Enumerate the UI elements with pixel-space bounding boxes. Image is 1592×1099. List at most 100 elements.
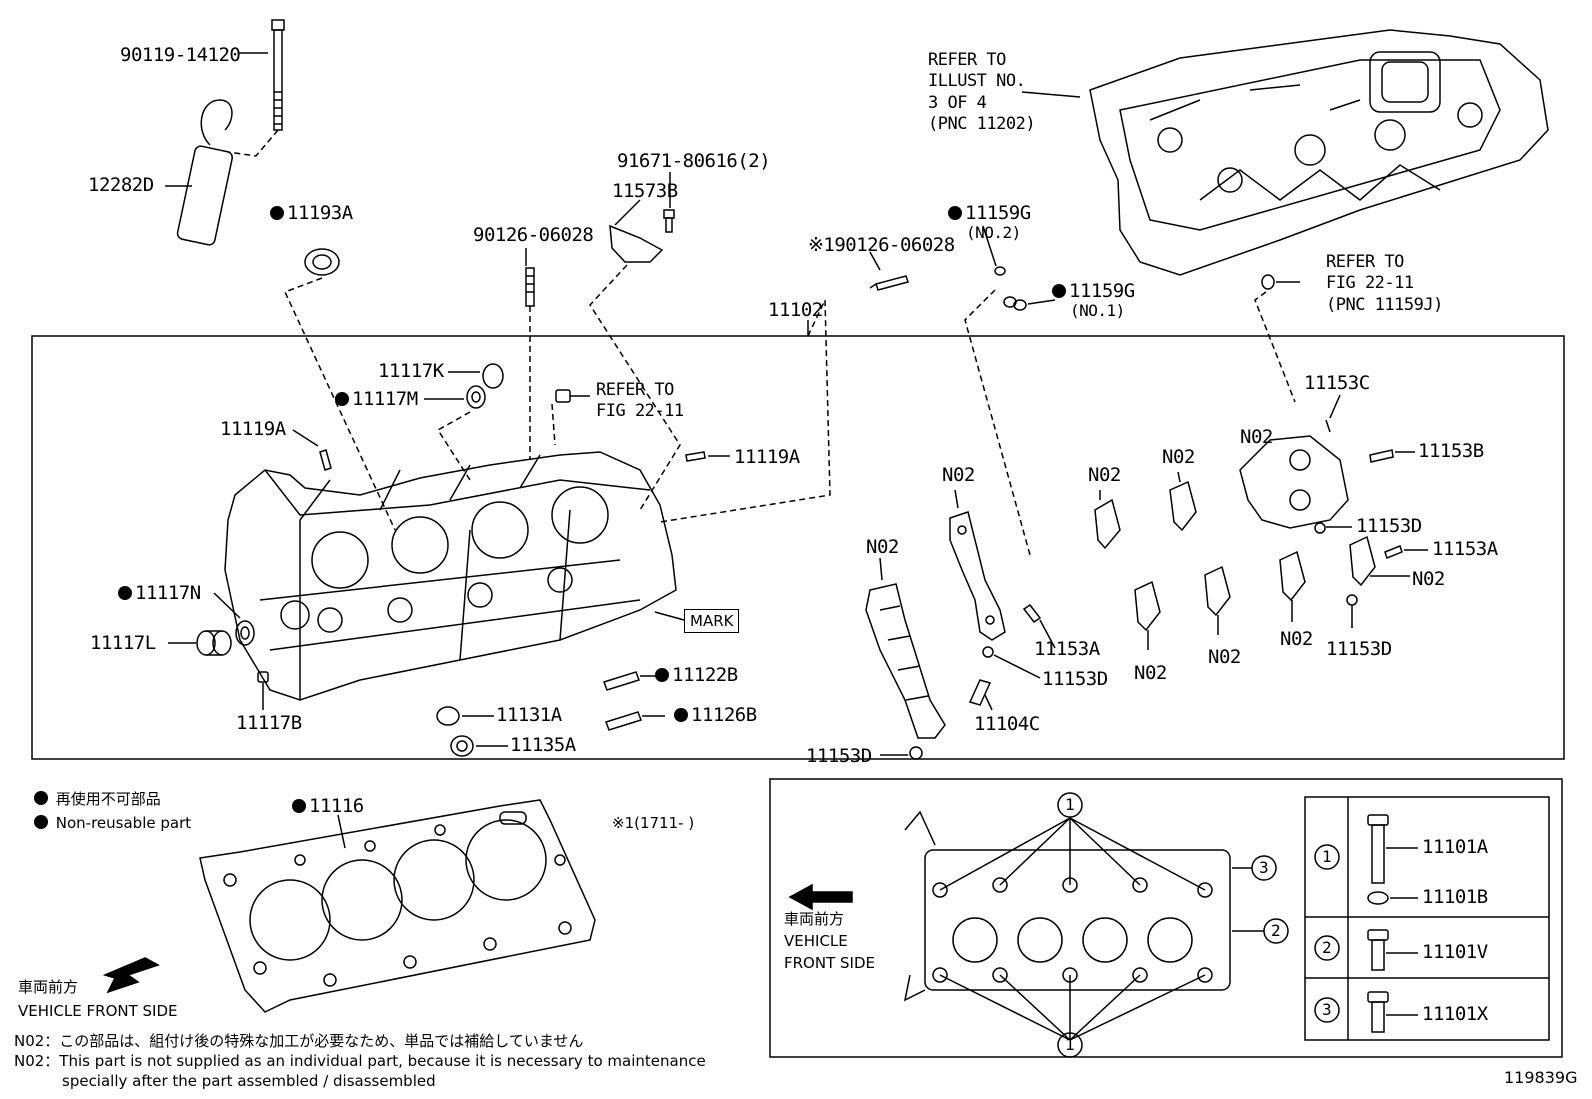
label-n02-6: N02 xyxy=(1412,568,1445,590)
label-11126B: 11126B xyxy=(674,706,757,725)
main-frame xyxy=(31,335,1565,760)
bolt-11101A xyxy=(1367,814,1389,884)
oring-ref xyxy=(1261,274,1275,290)
vehicle-front-jp: 車両前方 xyxy=(18,978,79,996)
circle-1-top: 1 xyxy=(1065,795,1075,814)
label-11153D-d: 11153D xyxy=(806,745,872,767)
vehicle-front-en2: FRONT SIDE xyxy=(784,954,875,972)
vehicle-front-en1: VEHICLE xyxy=(784,932,848,950)
hook-12282D xyxy=(176,99,233,246)
bolt-11104C xyxy=(968,679,992,706)
non-reusable-dot-icon xyxy=(948,206,962,220)
washer-11117M xyxy=(466,385,486,409)
label-11117M: 11117M xyxy=(335,390,418,409)
non-reusable-dot-icon xyxy=(335,392,349,406)
label-11104C: 11104C xyxy=(974,713,1040,735)
washer-11101B xyxy=(1367,891,1389,905)
legend-jp: 再使用不可部品 xyxy=(34,790,161,808)
footnote-jp: N02：この部品は、組付け後の特殊な加工が必要なため、単品では補給していません xyxy=(14,1032,584,1050)
bracket-11153C xyxy=(1239,435,1349,529)
bolt-pattern-frame xyxy=(769,778,1563,1058)
cam-bearing-long xyxy=(865,583,946,739)
label-11122B: 11122B xyxy=(655,666,738,685)
dowel-11153D-b xyxy=(1346,594,1358,606)
bolt-11153B xyxy=(1369,449,1394,463)
dowel-11153D-c xyxy=(982,646,994,658)
circle-1-bottom: 1 xyxy=(1065,1035,1075,1054)
circle-3: 3 xyxy=(1259,858,1269,877)
label-11101B: 11101B xyxy=(1422,886,1488,908)
cam-cap-6 xyxy=(1349,535,1376,587)
label-91671-80616: 91671-80616(2) xyxy=(617,150,771,172)
label-11116: 11116 xyxy=(292,797,364,816)
vehicle-front-en: VEHICLE FRONT SIDE xyxy=(18,1002,178,1020)
label-n02-7: N02 xyxy=(1134,662,1167,684)
label-n02-9: N02 xyxy=(1280,628,1313,650)
plug-11117K xyxy=(482,363,504,389)
label-11153B: 11153B xyxy=(1418,440,1484,462)
non-reusable-dot-icon xyxy=(34,815,48,829)
label-11119A-right: 11119A xyxy=(734,446,800,468)
label-11101V: 11101V xyxy=(1422,941,1488,963)
label-11117L: 11117L xyxy=(90,632,156,654)
label-11153A-right: 11153A xyxy=(1432,538,1498,560)
cam-bearing-mid xyxy=(949,511,1006,641)
non-reusable-dot-icon xyxy=(655,668,669,682)
non-reusable-dot-icon xyxy=(34,791,48,805)
stud-90126 xyxy=(525,267,535,307)
cam-cap-5 xyxy=(1279,550,1306,602)
cam-housing xyxy=(1089,29,1549,276)
label-refer-fig-top: REFER TO FIG 22-11 (PNC 11159J) xyxy=(1326,252,1443,315)
table-circle-3: 3 xyxy=(1322,1000,1332,1019)
label-star-90126-06028: ※190126-06028 xyxy=(808,234,955,256)
label-11153A-center: 11153A xyxy=(1034,638,1100,660)
label-11573B: 11573B xyxy=(612,180,678,202)
dowel-11153D-d xyxy=(909,746,923,760)
label-11153D-a: 11153D xyxy=(1356,515,1422,537)
label-11193A: 11193A xyxy=(270,204,353,223)
bracket-11573B xyxy=(609,224,664,263)
label-n02-1: N02 xyxy=(866,536,899,558)
cam-cap-1 xyxy=(1094,498,1121,550)
cam-cap-2 xyxy=(1169,480,1197,532)
label-11117B: 11117B xyxy=(236,712,302,734)
label-no2: (NO.2) xyxy=(966,223,1021,242)
mark-box: MARK xyxy=(684,609,740,633)
illustration-id: 119839G xyxy=(1504,1068,1578,1087)
label-90126-06028: 90126-06028 xyxy=(473,224,594,246)
guide-11126B xyxy=(605,711,642,731)
seal-11131A xyxy=(436,706,460,726)
non-reusable-dot-icon xyxy=(118,586,132,600)
cylinder-head xyxy=(224,451,677,701)
label-11102: 11102 xyxy=(768,299,823,321)
dowel-11153D-a xyxy=(1314,522,1326,534)
label-11131A: 11131A xyxy=(496,704,562,726)
pin-11119A-left xyxy=(319,449,332,471)
bolt-91671 xyxy=(663,209,675,233)
label-n02-8: N02 xyxy=(1208,646,1241,668)
head-gasket xyxy=(199,799,596,1013)
bolt-11153A-r xyxy=(1384,545,1403,559)
bolt-11101X xyxy=(1367,991,1389,1033)
circle-2: 2 xyxy=(1271,921,1281,940)
label-90119-14120: 90119-14120 xyxy=(120,44,241,66)
plug-11117L xyxy=(196,630,232,656)
washer-11117N xyxy=(235,620,255,646)
label-no1: (NO.1) xyxy=(1070,301,1125,320)
oring-11159G-no1 xyxy=(1003,296,1027,311)
label-11119A-left: 11119A xyxy=(220,418,286,440)
non-reusable-dot-icon xyxy=(674,708,688,722)
label-11101A: 11101A xyxy=(1422,836,1488,858)
vehicle-front-jp-2: 車両前方 xyxy=(784,910,845,928)
front-arrow-icon-2 xyxy=(788,883,853,911)
stud-90126-star xyxy=(875,275,909,291)
label-11117N: 11117N xyxy=(118,584,201,603)
label-11153D-b: 11153D xyxy=(1326,638,1392,660)
seal-11193A xyxy=(304,248,340,276)
non-reusable-dot-icon xyxy=(1052,284,1066,298)
footnote-en1: N02：This part is not supplied as an indi… xyxy=(14,1052,706,1070)
bolt-11153A-c xyxy=(1022,603,1042,624)
table-circle-1: 1 xyxy=(1322,847,1332,866)
label-refer-illust: REFER TO ILLUST NO. 3 OF 4 (PNC 11202) xyxy=(928,50,1036,134)
